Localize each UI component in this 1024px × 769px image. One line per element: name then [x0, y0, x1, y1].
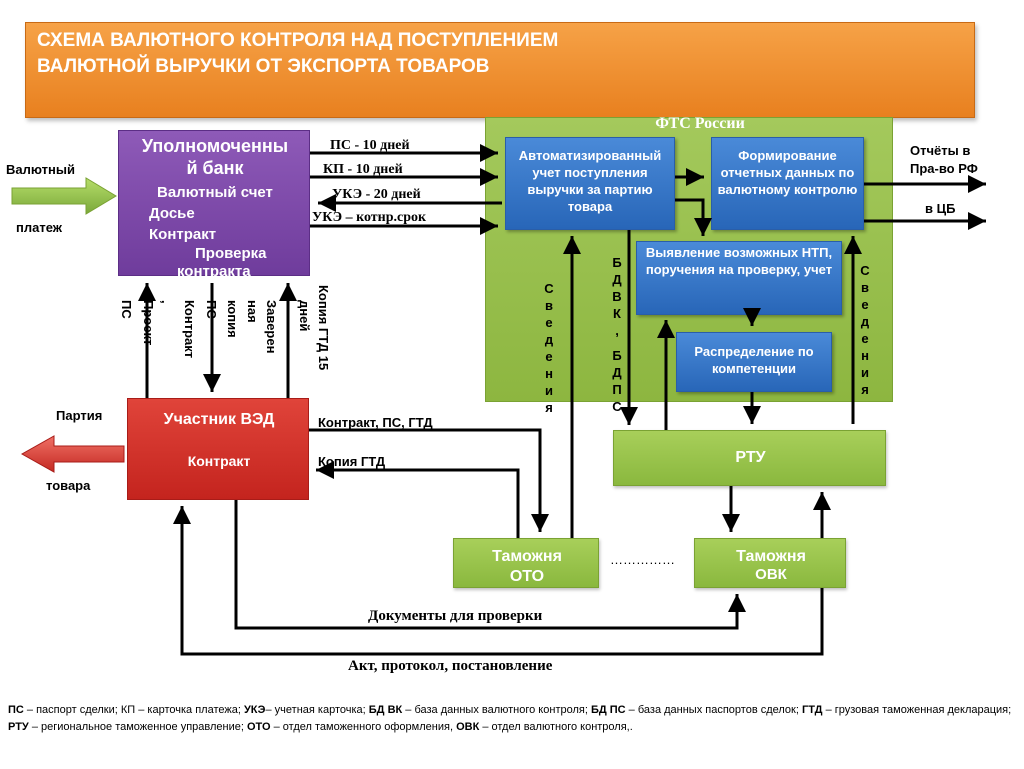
cb-label: в ЦБ [925, 201, 956, 216]
arrow-auto-detect [675, 198, 712, 236]
legend: ПС – паспорт сделки; КП – карточка плате… [8, 704, 1012, 733]
bank-item-dossier: Досье [149, 205, 195, 222]
vlabel-copy2: ная [245, 300, 260, 323]
vlabel-copy3: Заверен [264, 300, 279, 354]
label-uke-k: УКЭ – котнр.срок [312, 210, 427, 225]
vlabel-copy1: копия [225, 300, 240, 338]
bank-title-1: Уполномоченны [141, 136, 289, 156]
vlabel-ps2: ПС [204, 300, 219, 319]
goods-arrow [20, 435, 125, 473]
reports-label-2: Пра-во РФ [910, 161, 978, 176]
arrow-act [173, 506, 824, 656]
payment-label-2: платеж [16, 220, 62, 235]
rtu-label: РТУ [735, 449, 766, 466]
bank-item-account: Валютный счет [157, 184, 273, 201]
goods-label: товара [46, 478, 91, 493]
customs-ovk-box: Таможня ОВК [694, 538, 846, 588]
box-form-reports: Формирование отчетных данных по валютном… [711, 137, 864, 230]
vlabel-comma: , [159, 300, 174, 304]
label-kp-10: КП - 10 дней [323, 162, 403, 177]
bank-box: Уполномоченны й банк Валютный счет Досье… [118, 130, 310, 280]
arrow-oto-ved [316, 461, 520, 538]
ved-title: Участник ВЭД [163, 411, 275, 428]
vlabel-ps: ПС [119, 300, 134, 319]
reports-label-1: Отчёты в [910, 143, 971, 158]
title-line-2: ВАЛЮТНОЙ ВЫРУЧКИ ОТ ЭКСПОРТА ТОВАРОВ [37, 56, 490, 77]
docs-label: Документы для проверки [368, 608, 543, 624]
title-bar [25, 22, 975, 118]
bank-item-contract: Контракт [149, 226, 217, 243]
title-line-1: СХЕМА ВАЛЮТНОГО КОНТРОЛЯ НАД ПОСТУПЛЕНИЕ… [37, 30, 559, 51]
box-detect-ntp: Выявление возможных НТП, поручения на пр… [636, 241, 842, 315]
fts-label: ФТС России [655, 115, 745, 132]
ved-sub: Контракт [187, 453, 251, 469]
payment-arrow [11, 177, 117, 215]
vlabel-gtd-2: дней [297, 300, 312, 332]
customs-oto-box: Таможня ОТО [453, 538, 599, 588]
bank-item-check2: контракта [177, 263, 251, 280]
box-auto-accounting: Автоматизированный учет поступления выру… [505, 137, 675, 230]
vlabel-gtd-1: Копия ГТД 15 [316, 285, 331, 371]
dots-connector: …………… [610, 552, 675, 567]
vlabel-project: Проект [141, 300, 156, 346]
ovk-line-2: ОВК [755, 566, 787, 583]
label-ps-10: ПС - 10 дней [330, 138, 410, 153]
bank-title-2: й банк [186, 158, 244, 178]
copy-gtd-label: Копия ГТД [318, 454, 386, 469]
contract-ps-gtd-label: Контракт, ПС, ГТД [318, 415, 433, 430]
arrow-docs [234, 500, 746, 630]
bank-item-check: Проверка [195, 245, 267, 262]
arrow-ved-oto [309, 428, 549, 532]
act-label: Акт, протокол, постановление [348, 658, 553, 674]
oto-line-1: Таможня [492, 548, 562, 565]
rtu-box: РТУ [613, 430, 886, 486]
oto-line-2: ОТО [509, 568, 545, 585]
ovk-line-1: Таможня [736, 548, 806, 565]
party-label: Партия [56, 408, 103, 423]
diagram-title: СХЕМА ВАЛЮТНОГО КОНТРОЛЯ НАД ПОСТУПЛЕНИЕ… [37, 28, 737, 80]
label-uke-20: УКЭ - 20 дней [332, 187, 421, 202]
vlabel-contract: Контракт [182, 300, 197, 359]
ved-box: Участник ВЭД Контракт [127, 398, 309, 500]
payment-label-1: Валютный [6, 162, 75, 177]
box-distribution: Распределение по компетенции [676, 332, 832, 392]
